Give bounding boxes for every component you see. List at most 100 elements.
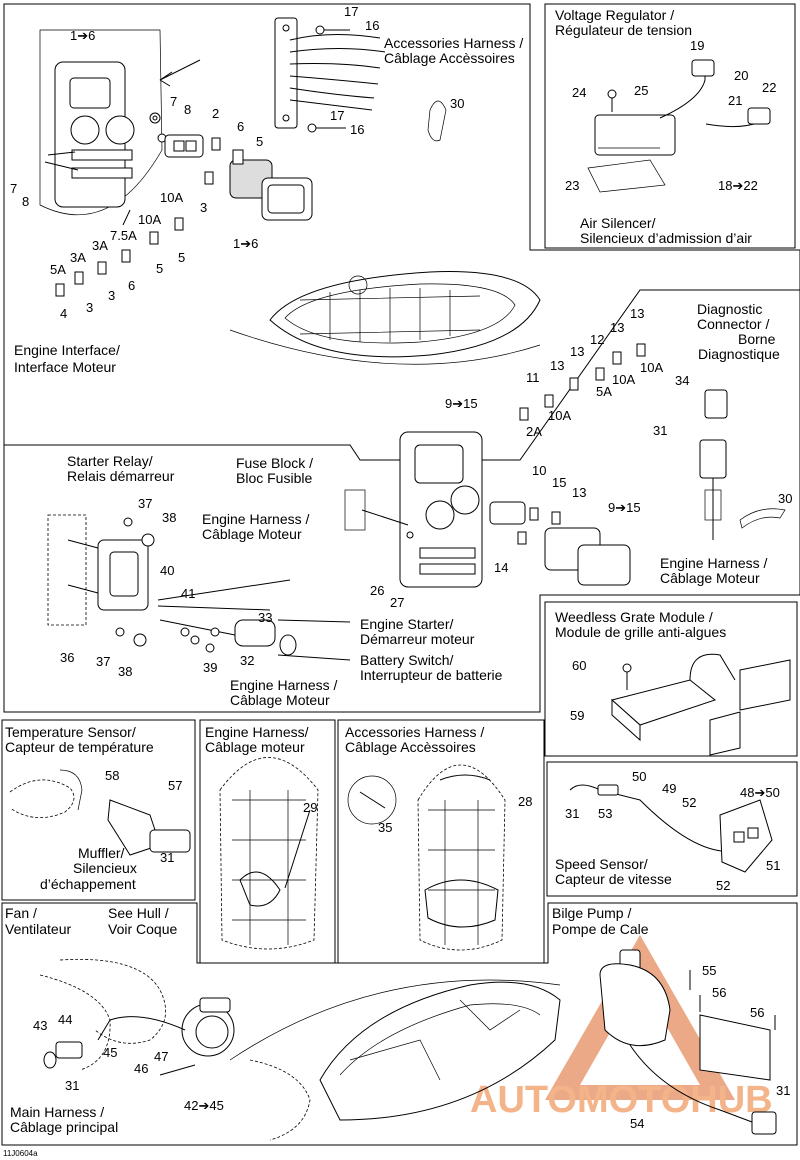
callout-7-b: 7 [10, 181, 17, 196]
accessories-harness-connector-strip [274, 17, 447, 142]
callout-10: 10 [532, 463, 546, 478]
callout-10A-c: 10A [640, 360, 663, 375]
callout-36: 36 [60, 650, 74, 665]
boat-side-view [229, 979, 561, 1121]
label-muffler-3: d’échappement [40, 876, 136, 892]
callout-45: 45 [103, 1045, 117, 1060]
diagnostic-connector [699, 389, 786, 540]
callout-50: 50 [632, 769, 646, 784]
callout-3A-a: 3A [92, 238, 108, 253]
callout-31-c: 31 [565, 806, 579, 821]
label-engine-harness-bottom-2: Câblage Moteur [230, 692, 330, 708]
callout-48to50: 48➔50 [740, 785, 780, 800]
label-diagnostic-4: Diagnostique [698, 346, 780, 362]
engine-harness-panel [199, 719, 336, 964]
label-accessories-harness-top-2: Câblage Accèssoires [384, 50, 515, 66]
temperature-sensor-panel [1, 719, 196, 901]
frame-bottom [1, 902, 798, 1146]
callout-13-d: 13 [550, 358, 564, 373]
callout-5A-b: 5A [596, 384, 612, 399]
callout-58: 58 [105, 768, 119, 783]
callout-30-a: 30 [450, 96, 464, 111]
callout-41: 41 [181, 586, 195, 601]
callout-2A: 2A [526, 424, 542, 439]
label-accessories-harness-panel-2: Câblage Accèssoires [345, 739, 476, 755]
watermark-logo-triangle [545, 935, 735, 1100]
label-temperature-sensor-2: Capteur de température [5, 739, 154, 755]
label-accessories-harness-top-1: Accessories Harness / [384, 35, 523, 51]
label-voltage-regulator-1: Voltage Regulator / [555, 7, 674, 23]
callout-29: 29 [303, 800, 317, 815]
label-bilge-pump-2: Pompe de Cale [552, 921, 649, 937]
label-main-harness-1: Main Harness / [10, 1104, 104, 1120]
callout-10A-d: 10A [612, 372, 635, 387]
callout-16-a: 16 [365, 18, 379, 33]
label-battery-switch-2: Interrupteur de batterie [360, 667, 503, 683]
weedless-grate-panel [544, 601, 798, 757]
callout-19: 19 [690, 38, 704, 53]
label-fan-2: Ventilateur [5, 921, 71, 937]
label-weedless-grate-2: Module de grille anti-algues [555, 624, 726, 640]
label-engine-harness-relay-2: Câblage Moteur [202, 526, 302, 542]
label-see-hull-1: See Hull / [108, 905, 169, 921]
callout-5A-a: 5A [50, 262, 66, 277]
callout-1to6-top: 1➔6 [70, 28, 95, 43]
callout-18to22: 18➔22 [718, 178, 758, 193]
callout-42to45: 42➔45 [184, 1098, 224, 1113]
callout-51: 51 [766, 858, 780, 873]
callout-10A-a: 10A [160, 190, 183, 205]
diagram-code: 11J0604a [3, 1149, 38, 1158]
callout-3-c: 3 [86, 300, 93, 315]
callout-5-a: 5 [256, 134, 263, 149]
callout-28: 28 [518, 794, 532, 809]
callout-60: 60 [572, 658, 586, 673]
callout-10A-e: 10A [548, 408, 571, 423]
callout-38-b: 38 [118, 664, 132, 679]
callout-56-a: 56 [712, 985, 726, 1000]
label-diagnostic-2: Connector / [697, 316, 769, 332]
callout-37-b: 37 [96, 654, 110, 669]
callout-7-5A: 7.5A [110, 228, 137, 243]
callout-49: 49 [662, 781, 676, 796]
label-muffler-1: Muffler/ [78, 845, 125, 861]
callout-3A-b: 3A [70, 250, 86, 265]
callout-15: 15 [552, 475, 566, 490]
callout-6-b: 6 [128, 278, 135, 293]
label-engine-harness-relay-1: Engine Harness / [202, 511, 310, 527]
speed-sensor-panel [546, 761, 798, 897]
label-battery-switch-1: Battery Switch/ [360, 652, 453, 668]
callout-44: 44 [58, 1012, 72, 1027]
callout-13-e: 13 [572, 485, 586, 500]
callout-8-a: 8 [184, 102, 191, 117]
frame-top [3, 3, 800, 461]
callout-31-d: 31 [65, 1078, 79, 1093]
label-engine-harness-bottom-1: Engine Harness / [230, 677, 338, 693]
callout-7-a: 7 [170, 94, 177, 109]
callout-14: 14 [494, 560, 508, 575]
label-accessories-harness-panel-1: Accessories Harness / [345, 724, 484, 740]
label-engine-starter-1: Engine Starter/ [360, 616, 453, 632]
label-diagnostic-3: Borne [738, 331, 776, 347]
callout-2: 2 [212, 106, 219, 121]
label-bilge-pump-1: Bilge Pump / [552, 905, 631, 921]
label-fuse-block-2: Bloc Fusible [236, 470, 312, 486]
label-main-harness-2: Câblage principal [10, 1119, 118, 1135]
callout-59: 59 [570, 708, 584, 723]
callout-40: 40 [160, 563, 174, 578]
callout-16-b: 16 [350, 122, 364, 137]
label-starter-relay-1: Starter Relay/ [67, 453, 153, 469]
bilge-pump-assembly [599, 949, 777, 1135]
callout-26: 26 [370, 583, 384, 598]
hull-top-view [229, 271, 541, 365]
label-engine-interface-2: Interface Moteur [14, 359, 116, 375]
callout-21: 21 [728, 93, 742, 108]
callout-24: 24 [572, 85, 586, 100]
label-engine-harness-panel-2: Câblage moteur [205, 739, 305, 755]
callout-37-a: 37 [138, 496, 152, 511]
callout-1to6-bot: 1➔6 [233, 236, 258, 251]
callout-20: 20 [734, 68, 748, 83]
fan-assembly [39, 959, 311, 1141]
callout-13-b: 13 [610, 320, 624, 335]
label-engine-harness-right-2: Câblage Moteur [660, 570, 760, 586]
callout-46: 46 [134, 1061, 148, 1076]
